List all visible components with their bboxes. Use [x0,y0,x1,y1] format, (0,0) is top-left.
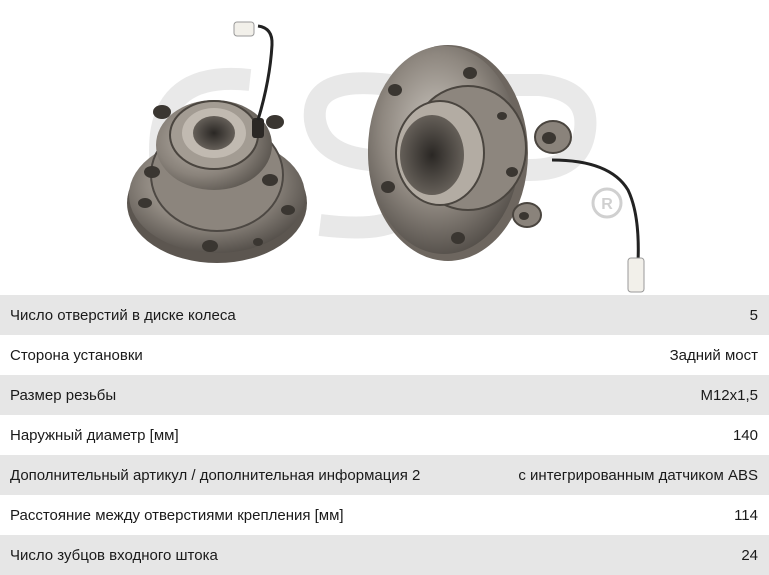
spec-row-spline-teeth: Число зубцов входного штока 24 [0,535,769,575]
spec-value: 24 [741,546,758,564]
spec-label: Дополнительный артикул / дополнительная … [10,466,421,484]
spec-value: 5 [749,306,758,324]
hub-right [368,45,645,293]
wheel-hub-illustration: R [127,21,645,293]
product-image: R [127,21,645,293]
spec-label: Размер резьбы [10,386,117,404]
spec-value: с интегрированным датчиком ABS [518,466,758,484]
spec-row-bolt-holes: Число отверстий в диске колеса 5 [0,295,769,335]
spec-label: Наружный диаметр [мм] [10,426,179,444]
spec-row-additional-info: Дополнительный артикул / дополнительная … [0,455,769,495]
spec-label: Число отверстий в диске колеса [10,306,236,324]
spec-value: 114 [734,506,758,524]
spec-value: 140 [732,426,758,444]
svg-text:R: R [601,196,613,213]
spec-label: Число зубцов входного штока [10,546,218,564]
spec-label: Расстояние между отверстиями крепления [… [10,506,344,524]
specifications-table: Число отверстий в диске колеса 5 Сторона… [0,295,769,575]
registered-trademark-icon: R [591,187,623,219]
spec-row-thread-size: Размер резьбы M12x1,5 [0,375,769,415]
spec-row-hole-spacing: Расстояние между отверстиями крепления [… [0,495,769,535]
spec-row-install-side: Сторона установки Задний мост [0,335,769,375]
spec-value: M12x1,5 [700,386,758,404]
spec-label: Сторона установки [10,346,143,364]
spec-value: Задний мост [669,346,758,364]
spec-row-outer-diameter: Наружный диаметр [мм] 140 [0,415,769,455]
hub-left [127,21,307,263]
